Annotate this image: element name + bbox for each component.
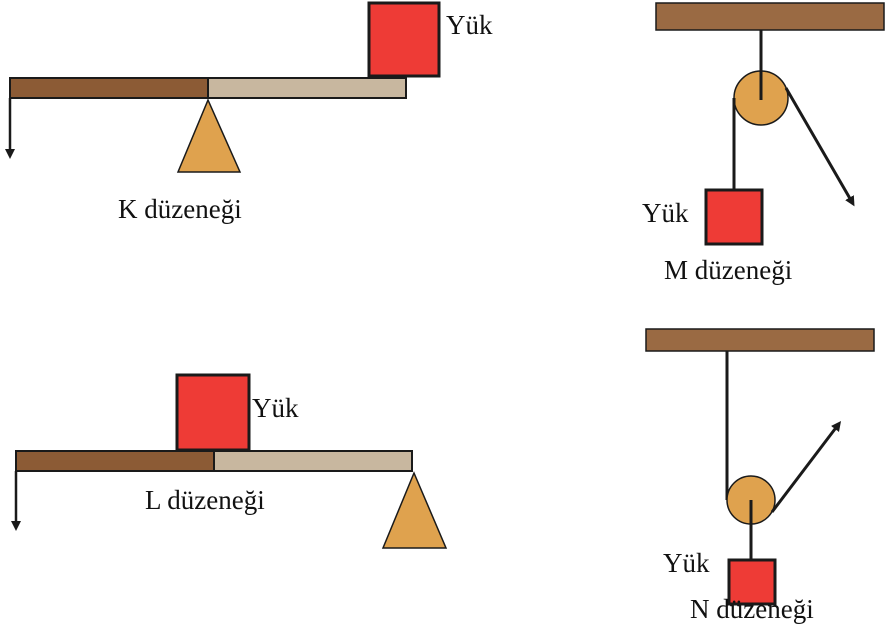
ceiling-beam-m xyxy=(655,2,885,31)
setup-l: Yük L düzeneği xyxy=(11,373,448,549)
setup-m: Yük M düzeneği xyxy=(642,2,885,285)
lever-k-left-arm xyxy=(9,77,209,99)
triangle-fulcrum-icon xyxy=(381,471,448,549)
triangle-fulcrum-icon xyxy=(176,98,242,173)
lever-l-right-arm xyxy=(213,450,413,472)
lever-l-left-arm xyxy=(15,450,215,472)
load-box-l xyxy=(175,373,251,452)
ceiling-beam-n xyxy=(645,328,875,352)
setup-n: Yük N düzeneği xyxy=(645,328,875,624)
load-box-k xyxy=(367,1,441,78)
load-label-l: Yük xyxy=(252,393,299,423)
load-label-m: Yük xyxy=(642,198,689,228)
load-label-n: Yük xyxy=(663,548,710,578)
load-box-m xyxy=(704,188,764,246)
arrow-pull-icon xyxy=(784,87,855,207)
load-box-n xyxy=(727,558,777,606)
setup-label-k: K düzeneği xyxy=(118,194,242,224)
setup-label-m: M düzeneği xyxy=(664,255,792,285)
lever-k-right-arm xyxy=(207,77,407,99)
setup-label-n: N düzeneği xyxy=(690,594,814,624)
load-label-k: Yük xyxy=(446,10,493,40)
setup-label-l: L düzeneği xyxy=(145,485,265,515)
arrow-pull-icon xyxy=(770,421,842,513)
setup-k: Yük K düzeneği xyxy=(5,1,493,224)
